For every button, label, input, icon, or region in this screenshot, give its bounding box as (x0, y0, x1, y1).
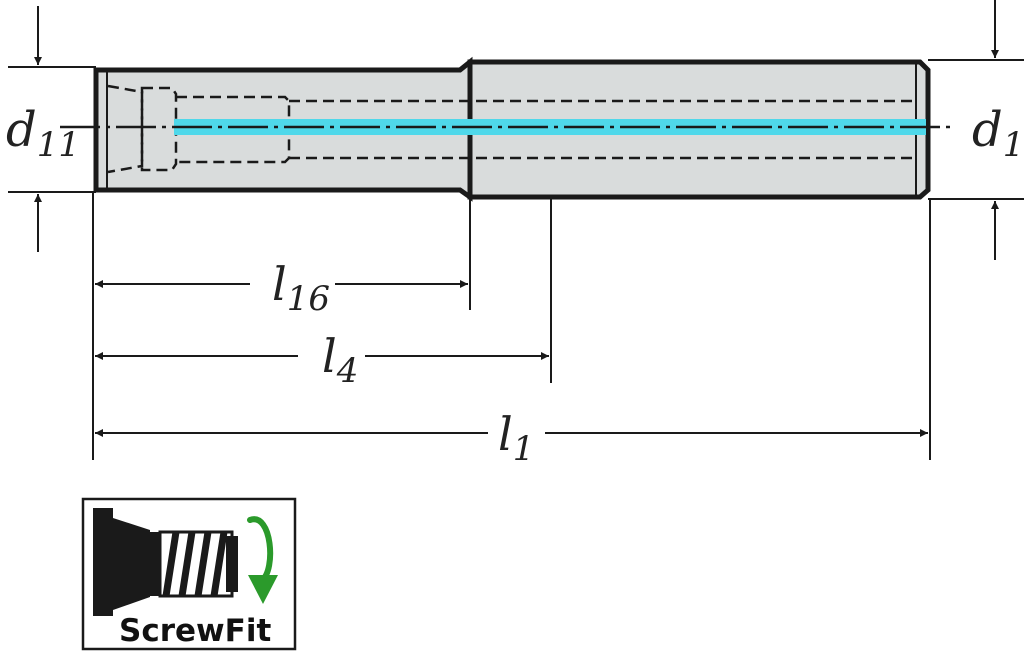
d1-label: d1 (972, 102, 1024, 165)
screw-icon (93, 508, 238, 616)
dimension-d1: d1 (928, 0, 1024, 260)
coolant-channel (174, 119, 926, 135)
d11-label: d11 (6, 102, 80, 165)
rotation-arrow-icon (247, 516, 278, 604)
logo-text: ScrewFit (119, 613, 271, 649)
extension-lines (92, 193, 931, 460)
dimension-l1: l1 (95, 407, 928, 469)
l16-label: l16 (272, 257, 330, 319)
dimension-l16: l16 (95, 257, 468, 319)
dimension-d11: d11 (6, 6, 96, 252)
l1-label: l1 (498, 407, 534, 469)
screwfit-logo: ScrewFit (81, 497, 297, 651)
l4-label: l4 (322, 329, 358, 391)
dimension-l4: l4 (95, 329, 549, 391)
